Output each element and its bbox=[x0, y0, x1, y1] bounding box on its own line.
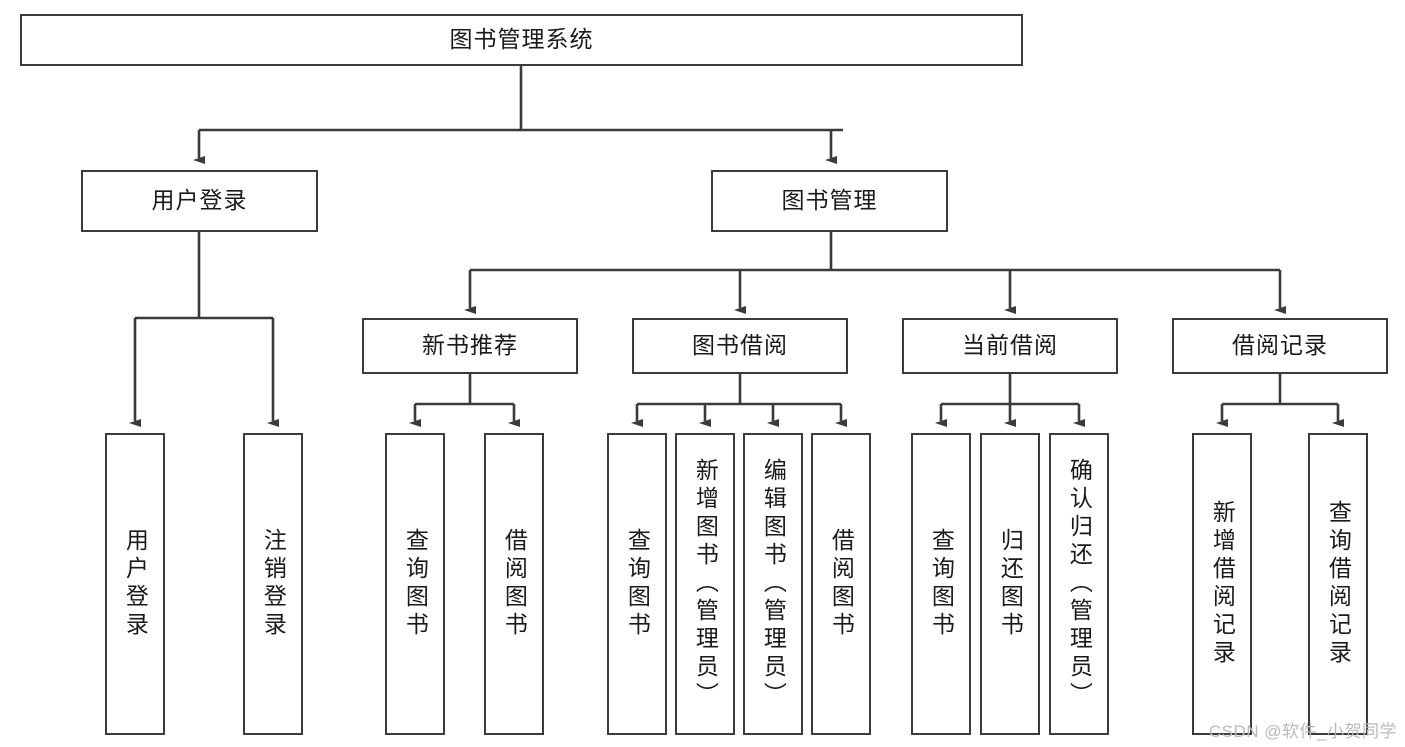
node-root-label: 图书管理系统 bbox=[449, 26, 594, 53]
node-leaf-edit-book[interactable]: 编辑图书（管理员） bbox=[743, 433, 803, 735]
node-book-borrow-label: 图书借阅 bbox=[692, 332, 788, 359]
node-book-manage[interactable]: 图书管理 bbox=[711, 170, 948, 232]
node-book-borrow[interactable]: 图书借阅 bbox=[632, 318, 848, 374]
node-new-book-recommend-label: 新书推荐 bbox=[422, 332, 518, 359]
node-leaf-query-book-1[interactable]: 查询图书 bbox=[385, 433, 445, 735]
watermark-text: CSDN @软件_小贺同学 bbox=[1208, 722, 1397, 741]
node-leaf-return-book-label: 归还图书 bbox=[997, 528, 1024, 640]
node-leaf-query-book-2[interactable]: 查询图书 bbox=[607, 433, 667, 735]
node-leaf-add-book-label: 新增图书（管理员） bbox=[692, 458, 719, 710]
node-leaf-query-book-2-label: 查询图书 bbox=[624, 528, 651, 640]
node-book-manage-label: 图书管理 bbox=[781, 187, 878, 214]
node-user-login-label: 用户登录 bbox=[151, 187, 248, 214]
node-leaf-user-login[interactable]: 用户登录 bbox=[105, 433, 165, 735]
node-leaf-confirm-return[interactable]: 确认归还（管理员） bbox=[1049, 433, 1109, 735]
node-borrow-record[interactable]: 借阅记录 bbox=[1172, 318, 1388, 374]
node-new-book-recommend[interactable]: 新书推荐 bbox=[362, 318, 578, 374]
node-leaf-query-book-1-label: 查询图书 bbox=[402, 528, 429, 640]
node-leaf-user-login-label: 用户登录 bbox=[122, 528, 149, 640]
node-leaf-query-record-label: 查询借阅记录 bbox=[1325, 500, 1352, 668]
node-root[interactable]: 图书管理系统 bbox=[20, 14, 1023, 66]
node-leaf-query-book-3[interactable]: 查询图书 bbox=[911, 433, 971, 735]
node-leaf-logout[interactable]: 注销登录 bbox=[243, 433, 303, 735]
node-leaf-borrow-book-1-label: 借阅图书 bbox=[501, 528, 528, 640]
node-current-borrow[interactable]: 当前借阅 bbox=[902, 318, 1118, 374]
node-leaf-query-record[interactable]: 查询借阅记录 bbox=[1308, 433, 1368, 735]
node-leaf-add-record[interactable]: 新增借阅记录 bbox=[1192, 433, 1252, 735]
node-leaf-query-book-3-label: 查询图书 bbox=[928, 528, 955, 640]
node-borrow-record-label: 借阅记录 bbox=[1232, 332, 1328, 359]
node-leaf-edit-book-label: 编辑图书（管理员） bbox=[760, 458, 787, 710]
node-current-borrow-label: 当前借阅 bbox=[962, 332, 1058, 359]
node-leaf-add-book[interactable]: 新增图书（管理员） bbox=[675, 433, 735, 735]
node-leaf-logout-label: 注销登录 bbox=[260, 528, 287, 640]
node-leaf-return-book[interactable]: 归还图书 bbox=[980, 433, 1040, 735]
node-leaf-borrow-book-1[interactable]: 借阅图书 bbox=[484, 433, 544, 735]
node-leaf-borrow-book-2-label: 借阅图书 bbox=[828, 528, 855, 640]
node-leaf-borrow-book-2[interactable]: 借阅图书 bbox=[811, 433, 871, 735]
node-user-login[interactable]: 用户登录 bbox=[81, 170, 318, 232]
node-leaf-confirm-return-label: 确认归还（管理员） bbox=[1066, 458, 1093, 710]
node-leaf-add-record-label: 新增借阅记录 bbox=[1209, 500, 1236, 668]
